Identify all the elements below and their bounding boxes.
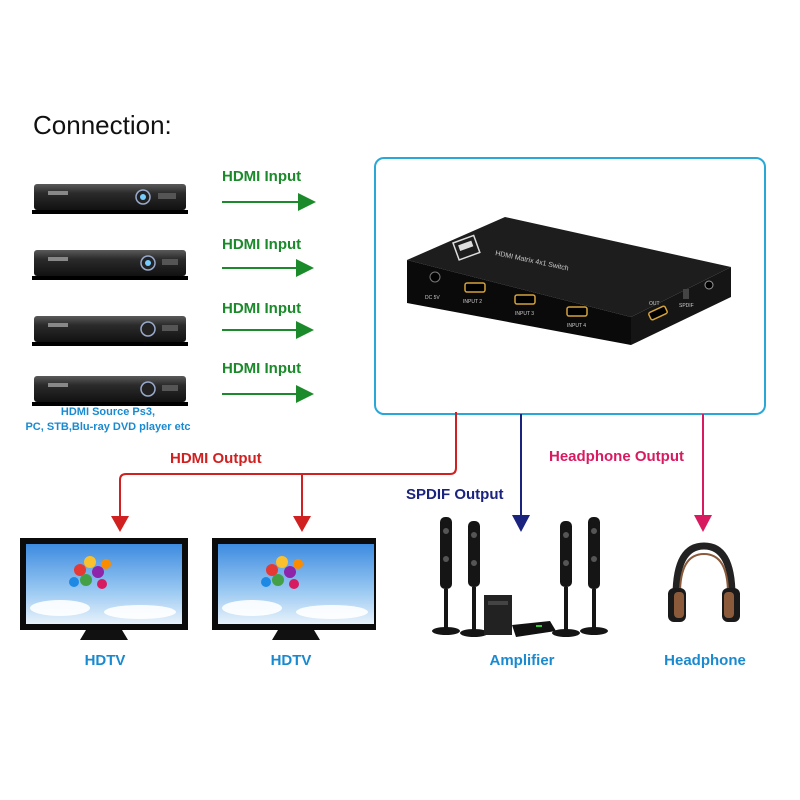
port-out-label: OUT (649, 301, 660, 307)
hdtv-1-label: HDTV (84, 652, 126, 669)
headphone-arrow-head (694, 515, 712, 532)
source-note-line2: PC, STB,Blu-ray DVD player etc (25, 421, 191, 433)
hdtv-pair (20, 538, 376, 640)
port-in2-label: INPUT 2 (463, 299, 482, 305)
hdtv-2-label: HDTV (270, 652, 312, 669)
hdmi-port-3-icon (514, 294, 536, 305)
amplifier-speakers (432, 517, 608, 637)
hdmi-input-label-3: HDMI Input (222, 300, 302, 317)
input-arrow-2-head (296, 259, 314, 277)
source-note: HDMI Source Ps3, PC, STB,Blu-ray DVD pla… (10, 405, 206, 435)
device-top (407, 217, 731, 317)
spdif-arrow-head (512, 515, 530, 532)
port-in3-label: INPUT 3 (515, 311, 534, 317)
input-arrow-3-head (296, 321, 314, 339)
amplifier-icon (484, 595, 556, 637)
player-4 (32, 376, 188, 406)
player-2 (32, 250, 188, 280)
hdmi-out-port-icon (648, 305, 668, 321)
hdmi-port-4-icon (566, 306, 588, 317)
port-dc-label: DC 5V (425, 295, 440, 301)
diagram-title: Connection: (33, 110, 172, 140)
source-note-line1: HDMI Source Ps3, (60, 406, 156, 418)
hdmi-logo-badge (452, 234, 481, 261)
headphone-jack-icon (704, 280, 714, 290)
hdmi-output-line (119, 412, 457, 518)
hdmi-switch-device: HDMI Matrix 4x1 Switch DC 5V INPUT 2 INP… (407, 217, 731, 345)
amplifier-label: Amplifier (489, 652, 555, 669)
headphone-label: Headphone (664, 652, 746, 669)
player-1 (32, 184, 188, 214)
source-players (32, 184, 188, 406)
hdmi-input-label-1: HDMI Input (222, 168, 302, 185)
hdtv-1-icon (20, 538, 188, 640)
hdmi-port-2-icon (464, 282, 486, 293)
input-arrow-1-head (298, 193, 316, 211)
port-in4-label: INPUT 4 (567, 323, 586, 329)
hdtv-2-arrow-head (293, 516, 311, 532)
input-arrows (222, 193, 316, 403)
headphone-icon (668, 542, 740, 622)
spdif-output-label: SPDIF Output (406, 486, 504, 503)
dc-jack-icon (429, 271, 441, 283)
speaker-left-icon (432, 517, 488, 637)
spdif-port-icon (683, 289, 689, 299)
speaker-right-icon (552, 517, 608, 637)
player-3 (32, 316, 188, 346)
hdmi-input-label-4: HDMI Input (222, 360, 302, 377)
hdmi-output-label: HDMI Output (170, 450, 262, 467)
hdmi-input-label-2: HDMI Input (222, 236, 302, 253)
input-arrow-4-head (296, 385, 314, 403)
headphone-output-label: Headphone Output (549, 448, 684, 465)
device-frame (374, 157, 766, 415)
hdtv-2-icon (212, 538, 376, 640)
port-spdif-label: SPDIF (679, 303, 694, 309)
hdtv-1-arrow-head (111, 516, 129, 532)
